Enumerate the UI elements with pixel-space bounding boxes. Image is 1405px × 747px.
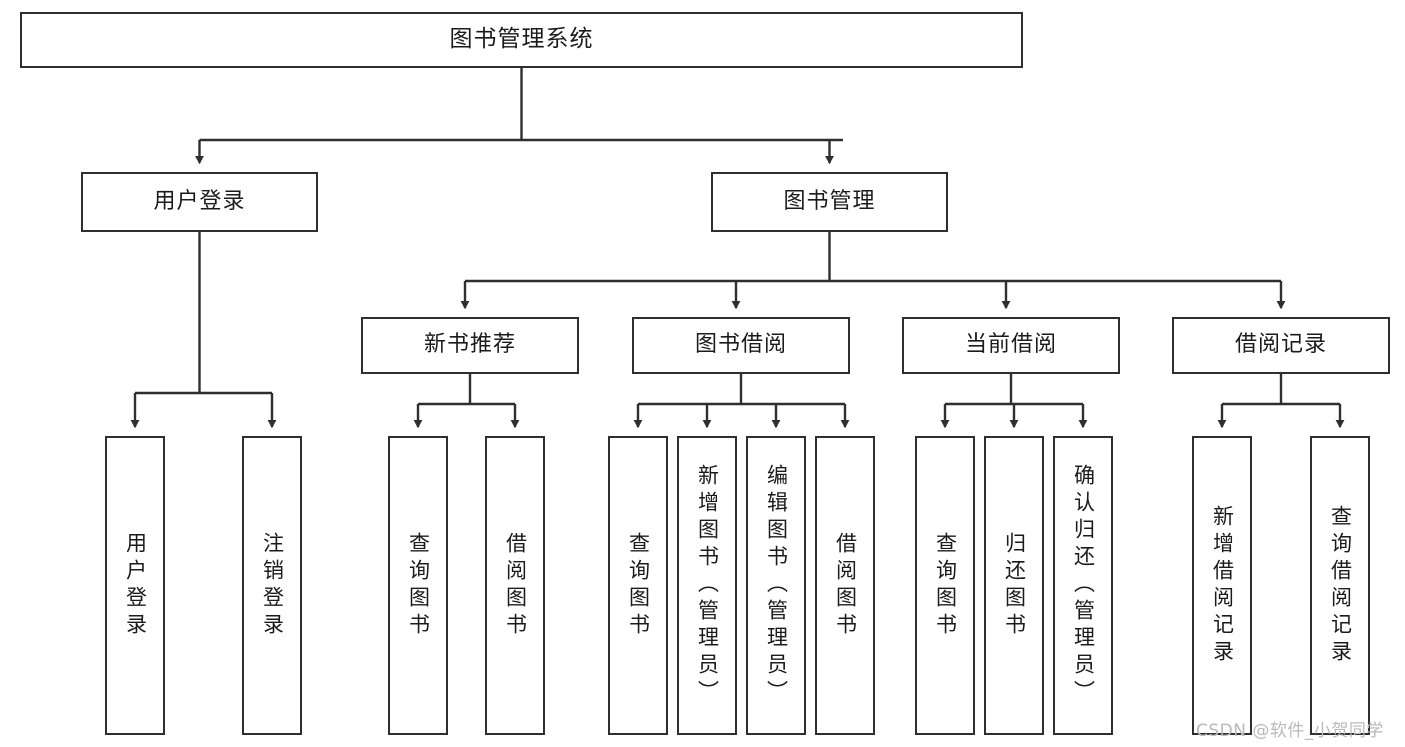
current-borrow-label: 当前借阅 bbox=[964, 332, 1057, 358]
edge-borrowrecord-to-leaves bbox=[1217, 374, 1345, 429]
leaf-query-record-label: 查询借阅记录 bbox=[1328, 504, 1353, 667]
leaf-query-book-rec-label: 查询图书 bbox=[406, 531, 431, 640]
leaf-confirm-return[interactable]: 确认归还（管理员） bbox=[1053, 436, 1113, 735]
leaf-return-book-label: 归还图书 bbox=[1002, 531, 1027, 640]
leaf-return-book[interactable]: 归还图书 bbox=[984, 436, 1044, 735]
new-book-rec[interactable]: 新书推荐 bbox=[361, 317, 579, 374]
leaf-query-book-borrow[interactable]: 查询图书 bbox=[608, 436, 668, 735]
edge-root-to-level1 bbox=[195, 68, 843, 165]
leaf-add-book-label: 新增图书（管理员） bbox=[695, 464, 720, 707]
book-borrow[interactable]: 图书借阅 bbox=[632, 317, 850, 374]
leaf-add-book[interactable]: 新增图书（管理员） bbox=[677, 436, 737, 735]
book-manage[interactable]: 图书管理 bbox=[711, 172, 948, 232]
leaf-add-record[interactable]: 新增借阅记录 bbox=[1192, 436, 1252, 735]
leaf-edit-book-label: 编辑图书（管理员） bbox=[764, 464, 789, 707]
root-label: 图书管理系统 bbox=[449, 26, 594, 53]
leaf-query-record[interactable]: 查询借阅记录 bbox=[1310, 436, 1370, 735]
edge-currentborrow-to-leaves bbox=[940, 374, 1088, 429]
current-borrow[interactable]: 当前借阅 bbox=[902, 317, 1120, 374]
user-login[interactable]: 用户登录 bbox=[81, 172, 318, 232]
leaf-query-book-rec[interactable]: 查询图书 bbox=[388, 436, 448, 735]
leaf-user-login[interactable]: 用户登录 bbox=[105, 436, 165, 735]
borrow-record[interactable]: 借阅记录 bbox=[1172, 317, 1390, 374]
edge-bookborrow-to-leaves bbox=[633, 374, 850, 429]
leaf-user-login-label: 用户登录 bbox=[123, 531, 148, 640]
leaf-borrow-book-label: 借阅图书 bbox=[833, 531, 858, 640]
edge-bookmanage-to-level2 bbox=[460, 232, 1286, 310]
edge-newbookrec-to-leaves bbox=[413, 374, 520, 429]
csdn-watermark: CSDN @软件_小贺同学 bbox=[1196, 721, 1384, 741]
root[interactable]: 图书管理系统 bbox=[20, 12, 1023, 68]
book-manage-label: 图书管理 bbox=[783, 188, 876, 214]
leaf-add-record-label: 新增借阅记录 bbox=[1210, 504, 1235, 667]
edge-userlogin-to-leaves bbox=[130, 232, 277, 429]
borrow-record-label: 借阅记录 bbox=[1234, 332, 1327, 358]
book-borrow-label: 图书借阅 bbox=[694, 332, 787, 358]
leaf-query-book-cur[interactable]: 查询图书 bbox=[915, 436, 975, 735]
leaf-logout[interactable]: 注销登录 bbox=[242, 436, 302, 735]
leaf-borrow-book-rec-label: 借阅图书 bbox=[503, 531, 528, 640]
leaf-borrow-book-rec[interactable]: 借阅图书 bbox=[485, 436, 545, 735]
leaf-logout-label: 注销登录 bbox=[260, 531, 285, 640]
user-login-label: 用户登录 bbox=[153, 188, 246, 214]
leaf-edit-book[interactable]: 编辑图书（管理员） bbox=[746, 436, 806, 735]
leaf-borrow-book[interactable]: 借阅图书 bbox=[815, 436, 875, 735]
leaf-confirm-return-label: 确认归还（管理员） bbox=[1071, 464, 1096, 707]
leaf-query-book-cur-label: 查询图书 bbox=[933, 531, 958, 640]
leaf-query-book-borrow-label: 查询图书 bbox=[626, 531, 651, 640]
new-book-rec-label: 新书推荐 bbox=[423, 332, 516, 358]
